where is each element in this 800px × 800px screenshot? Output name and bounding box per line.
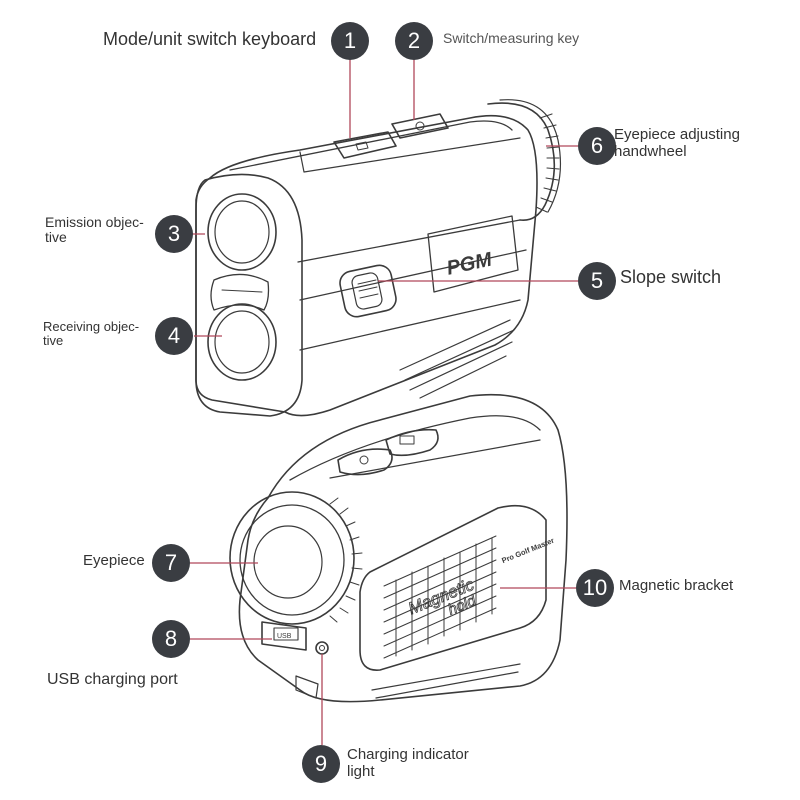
handwheel-knurling: [535, 113, 560, 213]
mode-button: [333, 131, 397, 159]
logo-text: PGM: [445, 248, 495, 279]
callout-badge-9: 9: [302, 745, 340, 783]
label-slope-switch: Slope switch: [620, 267, 722, 287]
charging-indicator-light: [315, 641, 329, 655]
magnetic-bracket-panel: [359, 504, 547, 671]
slope-switch: [339, 264, 397, 318]
emission-objective: [207, 193, 277, 271]
label-magnetic-bracket: Magnetic bracket: [619, 577, 734, 594]
label-eyepiece-adjusting-handwheel: Eyepiece adjusting handwheel: [614, 126, 740, 160]
rear-top-buttons: [337, 428, 439, 476]
callout-badge-7: 7: [152, 544, 190, 582]
receiving-objective: [207, 303, 277, 381]
callout-badge-3: 3: [155, 215, 193, 253]
grip-ribs: [399, 319, 515, 399]
rear-body-outline: [238, 393, 568, 703]
eyepiece: [229, 491, 363, 625]
label-receiving-objective: Receiving objec- tive: [43, 319, 140, 349]
adjusting-handwheel: [487, 102, 556, 222]
logo-panel: [427, 215, 519, 293]
label-eyepiece: Eyepiece: [83, 552, 145, 569]
usb-port: [261, 621, 307, 651]
device-front-view: [195, 99, 562, 417]
label-mode-unit-switch-keyboard: Mode/unit switch keyboard: [103, 29, 317, 49]
callout-badge-8: 8: [152, 620, 190, 658]
magnet-grid: [383, 535, 497, 659]
callout-badge-10: 10: [576, 569, 614, 607]
usb-port-text: USB: [277, 633, 292, 640]
front-housing: [195, 173, 303, 417]
callout-badge-5: 5: [578, 262, 616, 300]
label-switch-measuring-key: Switch/measuring key: [443, 30, 580, 46]
callout-badge-1: 1: [331, 22, 369, 60]
callout-badge-6: 6: [578, 127, 616, 165]
callout-badge-2: 2: [395, 22, 433, 60]
brand-text: Pro Golf Master: [500, 536, 555, 565]
device-rear-view: [229, 393, 568, 703]
label-emission-objective: Emission objec- tive: [45, 214, 144, 246]
callout-badge-4: 4: [155, 317, 193, 355]
label-usb-charging-port: USB charging port: [47, 671, 178, 688]
label-charging-indicator-light: Charging indicator light: [347, 746, 469, 780]
top-buttons: [333, 113, 449, 159]
power-button: [391, 113, 449, 139]
